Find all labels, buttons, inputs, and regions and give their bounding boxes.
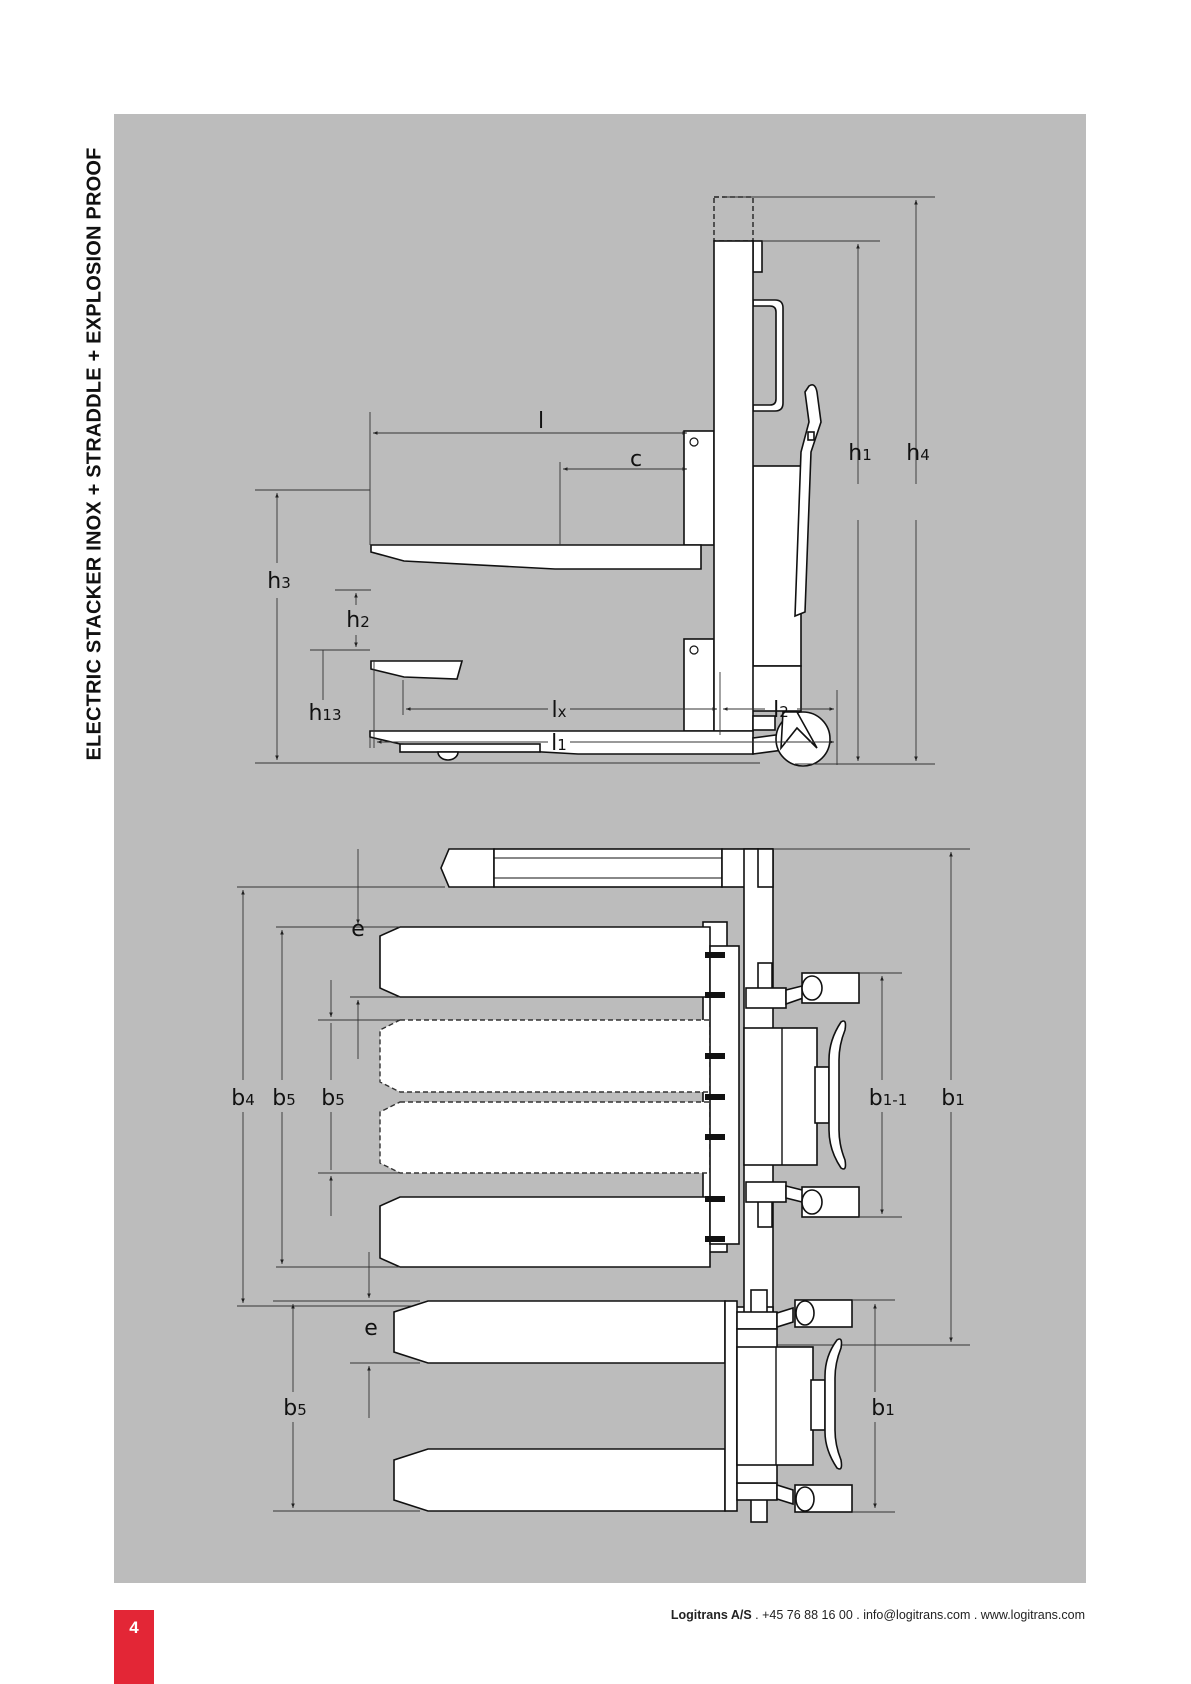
dim-label-c: c — [630, 447, 642, 472]
dim-label-l1: l1 — [551, 731, 567, 756]
dim-label-b5-inner: b5 — [321, 1086, 345, 1111]
dim-label-h13: h13 — [308, 701, 341, 726]
side-view: l c h1 h4 h3 h2 h13 lx l2 l1 — [255, 196, 935, 767]
dim-label-b4: b4 — [231, 1086, 255, 1111]
dim-label-l: l — [538, 409, 544, 434]
footer-company: Logitrans A/S — [670, 1608, 752, 1622]
dim-label-e: e — [351, 917, 365, 942]
dim-label-h2: h2 — [346, 608, 370, 633]
dim-label-e-standard: e — [364, 1316, 378, 1341]
dim-label-b1-standard: b1 — [871, 1396, 895, 1421]
page-number: 4 — [114, 1610, 154, 1684]
dim-label-h1: h1 — [848, 441, 872, 466]
dim-label-lx: lx — [551, 698, 566, 723]
dim-label-b1-1: b1-1 — [869, 1086, 907, 1111]
dim-label-h4: h4 — [906, 441, 930, 466]
dim-label-b5-standard: b5 — [283, 1396, 307, 1421]
dim-label-h3: h3 — [267, 569, 291, 594]
standard-top-view: e b5 b1 — [273, 1252, 895, 1523]
dim-label-b5: b5 — [272, 1086, 296, 1111]
dim-label-l2: l2 — [773, 698, 789, 723]
footer-contact: . +45 76 88 16 00 . info@logitrans.com .… — [751, 1608, 1085, 1622]
footer: Logitrans A/S . +45 76 88 16 00 . info@l… — [671, 1608, 1085, 1622]
dim-label-b1: b1 — [941, 1086, 965, 1111]
straddle-top-view: e b4 b5 b5 b1-1 b1 — [231, 848, 970, 1346]
